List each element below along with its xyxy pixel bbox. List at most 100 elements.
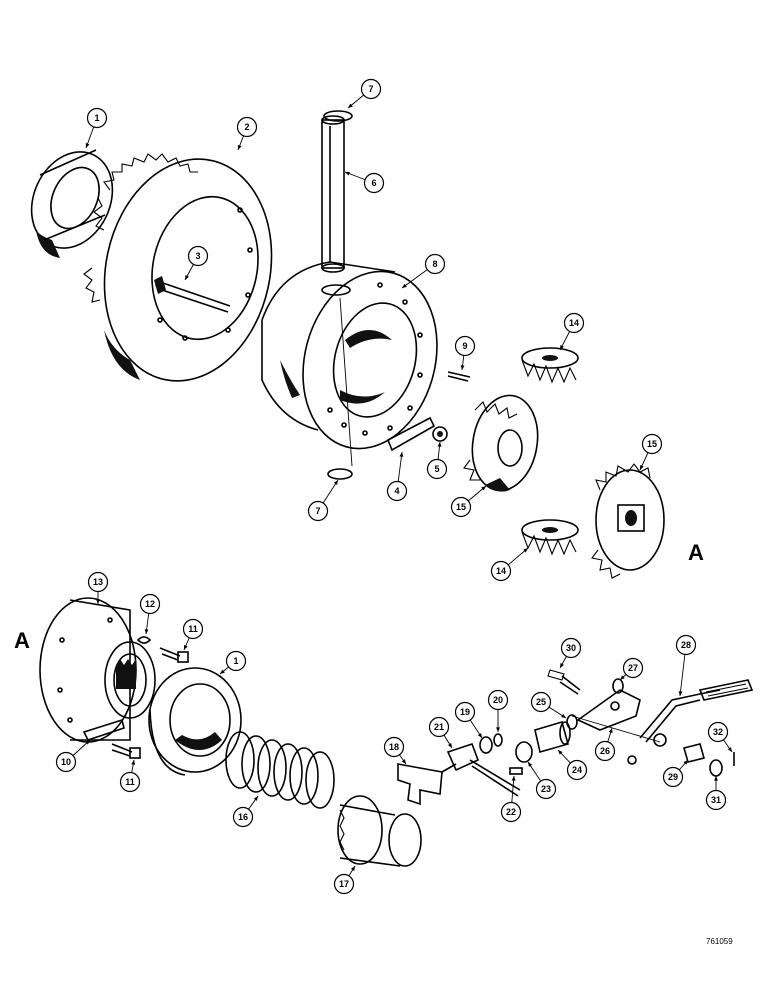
callout-arrowhead: [437, 442, 442, 447]
callout-17: 17: [333, 865, 356, 895]
callout-number: 6: [371, 178, 376, 188]
callout-circle: [705, 789, 727, 811]
callout-number: 8: [432, 259, 437, 269]
callout-circle: [535, 778, 557, 800]
callout-number: 7: [315, 506, 320, 516]
part-bolt-11-bottom: [111, 743, 141, 759]
callout-10: 10: [55, 739, 91, 773]
callout-number: 27: [628, 663, 638, 673]
callout-16: 16: [232, 795, 259, 828]
callout-number: 26: [600, 746, 610, 756]
callout-arrowhead: [481, 486, 486, 491]
callout-1: 1: [219, 650, 247, 675]
callout-arrowhead: [678, 691, 683, 696]
callout-number: 19: [460, 707, 470, 717]
callout-20: 20: [487, 689, 509, 732]
part-snap-ring-bottom: [327, 468, 353, 480]
callout-circle: [428, 716, 450, 738]
callout-9: 9: [454, 335, 476, 371]
callout-number: 10: [61, 757, 71, 767]
callout-number: 17: [339, 879, 349, 889]
callout-number: 15: [456, 502, 466, 512]
callout-12: 12: [139, 593, 161, 635]
callout-31: 31: [705, 776, 727, 811]
part-lock-washer-12: [136, 636, 152, 644]
callout-13: 13: [87, 571, 109, 604]
callout-14: 14: [490, 547, 529, 582]
callout-arrowhead: [144, 629, 149, 634]
callout-number: 21: [434, 722, 444, 732]
callout-circle: [383, 736, 405, 758]
callout-arrowhead: [558, 750, 563, 755]
callout-arrowhead: [131, 760, 136, 765]
callout-circle: [426, 458, 448, 480]
callout-number: 28: [681, 640, 691, 650]
callout-number: 29: [668, 772, 678, 782]
callout-22: 22: [500, 775, 522, 823]
callout-number: 20: [493, 695, 503, 705]
callout-circle: [182, 618, 204, 640]
callout-circle: [86, 107, 108, 129]
part-screw-30: [547, 669, 581, 695]
callout-15: 15: [639, 433, 663, 471]
section-marker-right: A: [688, 540, 704, 565]
callout-30: 30: [559, 637, 582, 669]
assembly-centerlines: [339, 297, 661, 743]
callout-arrowhead: [714, 776, 718, 781]
callout-circle: [622, 657, 644, 679]
callout-5: 5: [426, 441, 448, 480]
part-bushing-29: [683, 743, 705, 763]
callout-number: 31: [711, 795, 721, 805]
callout-circle: [563, 312, 585, 334]
part-bolt-11-top: [159, 647, 189, 663]
callout-circle: [139, 593, 161, 615]
part-washer-19: [479, 736, 493, 754]
callout-arrowhead: [184, 645, 188, 650]
callout-number: 1: [233, 656, 238, 666]
callout-26: 26: [594, 727, 616, 762]
callout-number: 4: [394, 486, 399, 496]
part-lever-26: [576, 689, 641, 731]
callout-circle: [55, 751, 77, 773]
callout-number: 25: [536, 697, 546, 707]
callout-11: 11: [182, 618, 204, 651]
callout-8: 8: [401, 253, 446, 289]
part-shift-fork: [397, 763, 457, 806]
callout-14: 14: [559, 312, 585, 351]
part-cross-shaft: [321, 115, 345, 273]
callout-number: 18: [389, 742, 399, 752]
callout-arrowhead: [640, 465, 644, 470]
part-ring-23: [515, 741, 533, 763]
part-pin-9: [447, 371, 471, 382]
callout-circle: [594, 740, 616, 762]
callout-circle: [662, 766, 684, 788]
callout-number: 1: [94, 113, 99, 123]
callout-circle: [307, 500, 329, 522]
part-ring-27: [612, 678, 624, 694]
callout-2: 2: [236, 116, 258, 151]
part-washer-31: [709, 759, 723, 777]
section-marker-left: A: [14, 628, 30, 653]
callout-arrowhead: [237, 145, 242, 150]
callout-arrowhead: [620, 675, 625, 680]
callout-arrowhead: [477, 733, 482, 738]
callout-circle: [707, 721, 729, 743]
part-shift-shaft: [446, 742, 521, 797]
callout-arrowhead: [220, 669, 225, 674]
callout-7: 7: [347, 78, 382, 109]
callout-arrowhead: [561, 713, 566, 718]
callout-circle: [560, 637, 582, 659]
part-oring-25: [566, 714, 578, 730]
callout-circle: [487, 689, 509, 711]
callout-15: 15: [450, 485, 487, 518]
callout-circle: [566, 759, 588, 781]
callout-circle: [424, 253, 446, 275]
part-bearing-carrier: [39, 597, 156, 743]
callout-32: 32: [707, 721, 733, 753]
callout-24: 24: [557, 749, 588, 781]
callout-arrowhead: [727, 747, 732, 752]
callout-arrowhead: [560, 663, 564, 668]
callout-19: 19: [454, 701, 483, 739]
callout-arrowhead: [333, 480, 338, 485]
